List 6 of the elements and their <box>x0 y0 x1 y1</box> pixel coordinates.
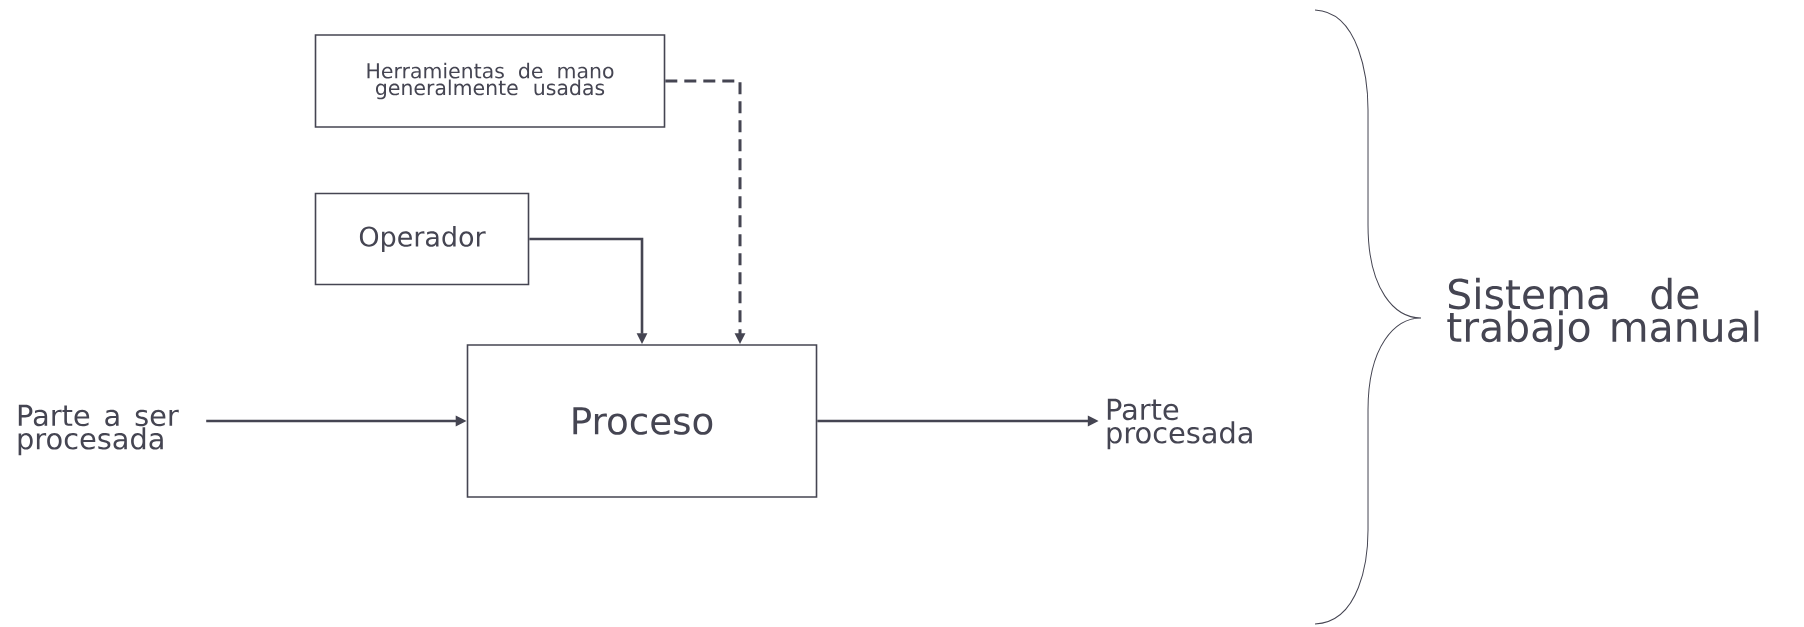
process-box: Proceso <box>466 344 818 498</box>
system-label: Sistema de trabajo manual <box>1447 277 1759 351</box>
flow-label: Parte a ser procesada <box>18 404 179 456</box>
flow-label: Parte procesada <box>1107 398 1252 450</box>
input-box: Operador <box>314 192 530 286</box>
input-box: Herramientas de mano generalmente usadas <box>314 34 666 128</box>
